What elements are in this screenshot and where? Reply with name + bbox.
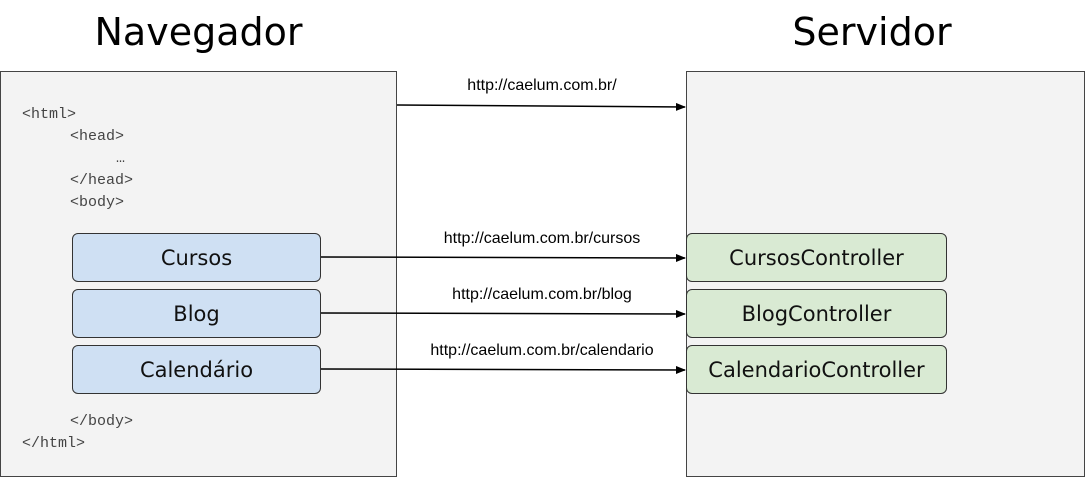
- arrow-blog: [320, 309, 686, 318]
- code-body-open: <body>: [70, 194, 125, 211]
- url-blog: http://caelum.com.br/blog: [452, 286, 632, 303]
- url-cursos: http://caelum.com.br/cursos: [443, 230, 641, 247]
- code-html-open: <html>: [22, 106, 77, 123]
- link-blog[interactable]: Blog: [72, 289, 321, 338]
- code-head-close: </head>: [70, 172, 134, 189]
- controller-calendario: CalendarioController: [686, 345, 947, 394]
- browser-heading: Navegador: [94, 10, 303, 54]
- arrow-root: [396, 102, 686, 111]
- url-root: http://caelum.com.br/: [467, 77, 617, 94]
- server-heading: Servidor: [792, 10, 952, 54]
- code-head-open: <head>: [70, 128, 125, 145]
- controller-cursos: CursosController: [686, 233, 947, 282]
- controller-blog: BlogController: [686, 289, 947, 338]
- arrow-cursos: [320, 253, 686, 262]
- code-ellipsis: …: [116, 150, 126, 167]
- link-calendario[interactable]: Calendário: [72, 345, 321, 394]
- code-body-close: </body>: [70, 413, 134, 430]
- arrow-calendario: [320, 365, 686, 374]
- url-calendario: http://caelum.com.br/calendario: [430, 342, 654, 359]
- code-html-close: </html>: [22, 435, 86, 452]
- link-cursos[interactable]: Cursos: [72, 233, 321, 282]
